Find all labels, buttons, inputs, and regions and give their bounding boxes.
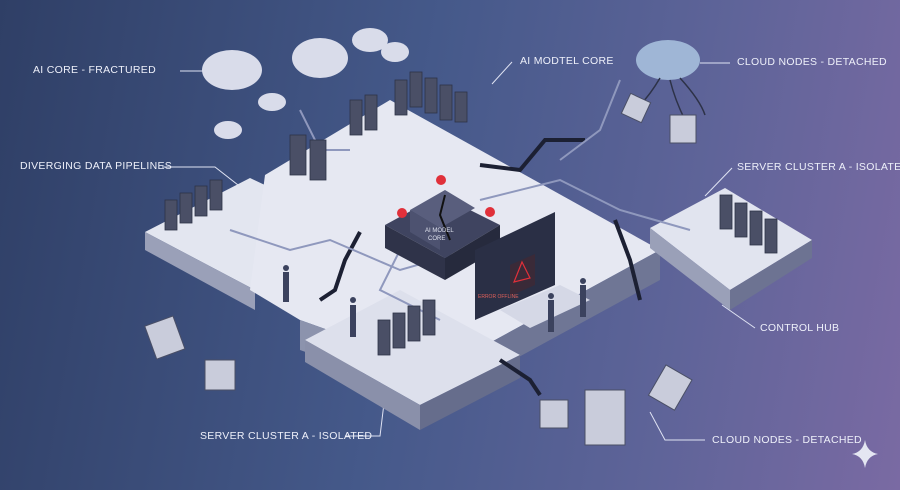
control-monitors: ERROR OFFLINE: [475, 212, 590, 328]
sparkle-icon: [852, 440, 878, 468]
error-screen-text: ERROR OFFLINE: [478, 294, 519, 300]
people: [283, 265, 586, 337]
label-ai-core-fractured: AI CORE - FRACTURED: [33, 64, 156, 76]
label-server-cluster-bottom: SERVER CLUSTER A - ISOLATED: [200, 430, 373, 442]
label-ai-model-core: AI MODTEL CORE: [520, 55, 614, 67]
ai-model-core-unit: AI MODEL CORE: [385, 175, 500, 280]
alarm-light-icon: [436, 175, 446, 185]
label-server-cluster-right: SERVER CLUSTER A - ISOLATED: [737, 161, 900, 173]
detached-nodes: [144, 92, 697, 446]
core-label-line2: CORE: [428, 236, 445, 242]
label-cloud-nodes-top: CLOUD NODES - DETACHED: [737, 56, 887, 68]
server-racks: [164, 71, 778, 356]
core-label-line1: AI MODEL: [425, 228, 454, 234]
label-control-hub: CONTROL HUB: [760, 322, 840, 334]
warning-icon: [513, 260, 531, 283]
cracks: [318, 138, 642, 397]
alarm-light-icon: [485, 207, 495, 217]
right-platform: [650, 188, 812, 310]
keyboard-console: [500, 285, 590, 328]
bottom-platform: [305, 290, 520, 430]
label-diverging-pipelines: DIVERGING DATA PIPELINES: [20, 160, 173, 172]
alarm-light-icon: [397, 208, 407, 218]
label-cloud-nodes-bottom: CLOUD NODES - DETACHED: [712, 434, 862, 446]
cloud-icons: [202, 28, 700, 139]
cloud-cables: [639, 77, 706, 121]
